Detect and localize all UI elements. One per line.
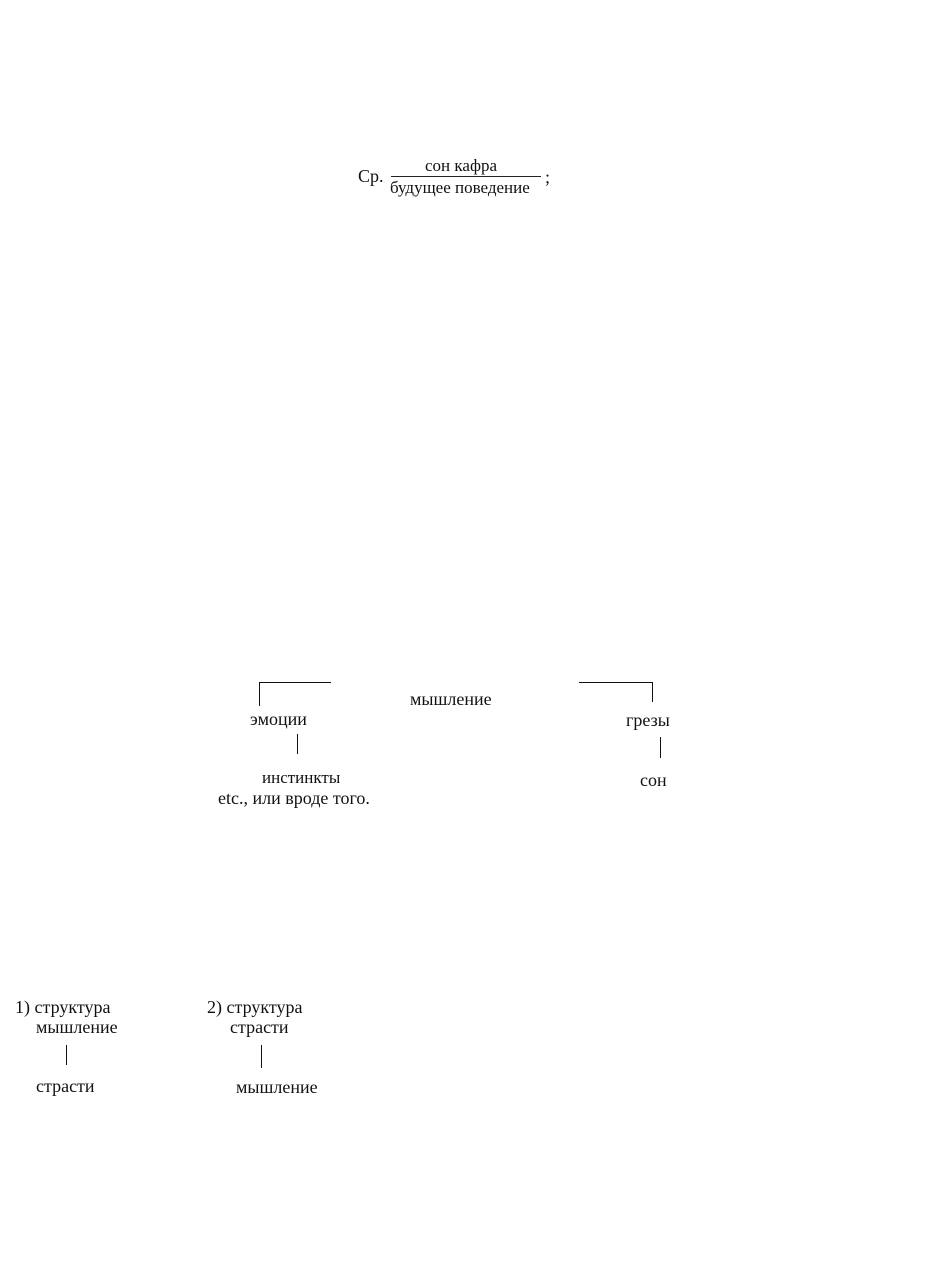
right-branch-label: грезы (626, 710, 670, 730)
structure-bottom: страсти (36, 1076, 95, 1096)
right-connector (660, 737, 661, 758)
left-bracket-side (259, 682, 260, 706)
structure-connector (261, 1045, 262, 1068)
formula-prefix: Ср. (358, 166, 384, 186)
left-sub-label: инстинкты (262, 768, 340, 787)
left-bracket-top (259, 682, 331, 683)
structure-top: мышление (36, 1017, 118, 1037)
structure-top: страсти (230, 1017, 289, 1037)
fraction-bar (391, 176, 541, 177)
left-note: etc., или вроде того. (218, 788, 370, 808)
right-bracket-top (579, 682, 653, 683)
formula-suffix: ; (545, 167, 550, 187)
right-bracket-side (652, 682, 653, 702)
formula-denominator: будущее поведение (390, 178, 530, 197)
structure-bottom: мышление (236, 1077, 318, 1097)
structure-label: 1) структура (15, 997, 110, 1017)
left-branch-label: эмоции (250, 709, 307, 729)
right-sub-label: сон (640, 770, 667, 790)
structure-label: 2) структура (207, 997, 302, 1017)
diagram-center-label: мышление (410, 689, 492, 709)
structure-connector (66, 1045, 67, 1065)
formula-numerator: сон кафра (425, 156, 497, 175)
left-connector (297, 734, 298, 754)
